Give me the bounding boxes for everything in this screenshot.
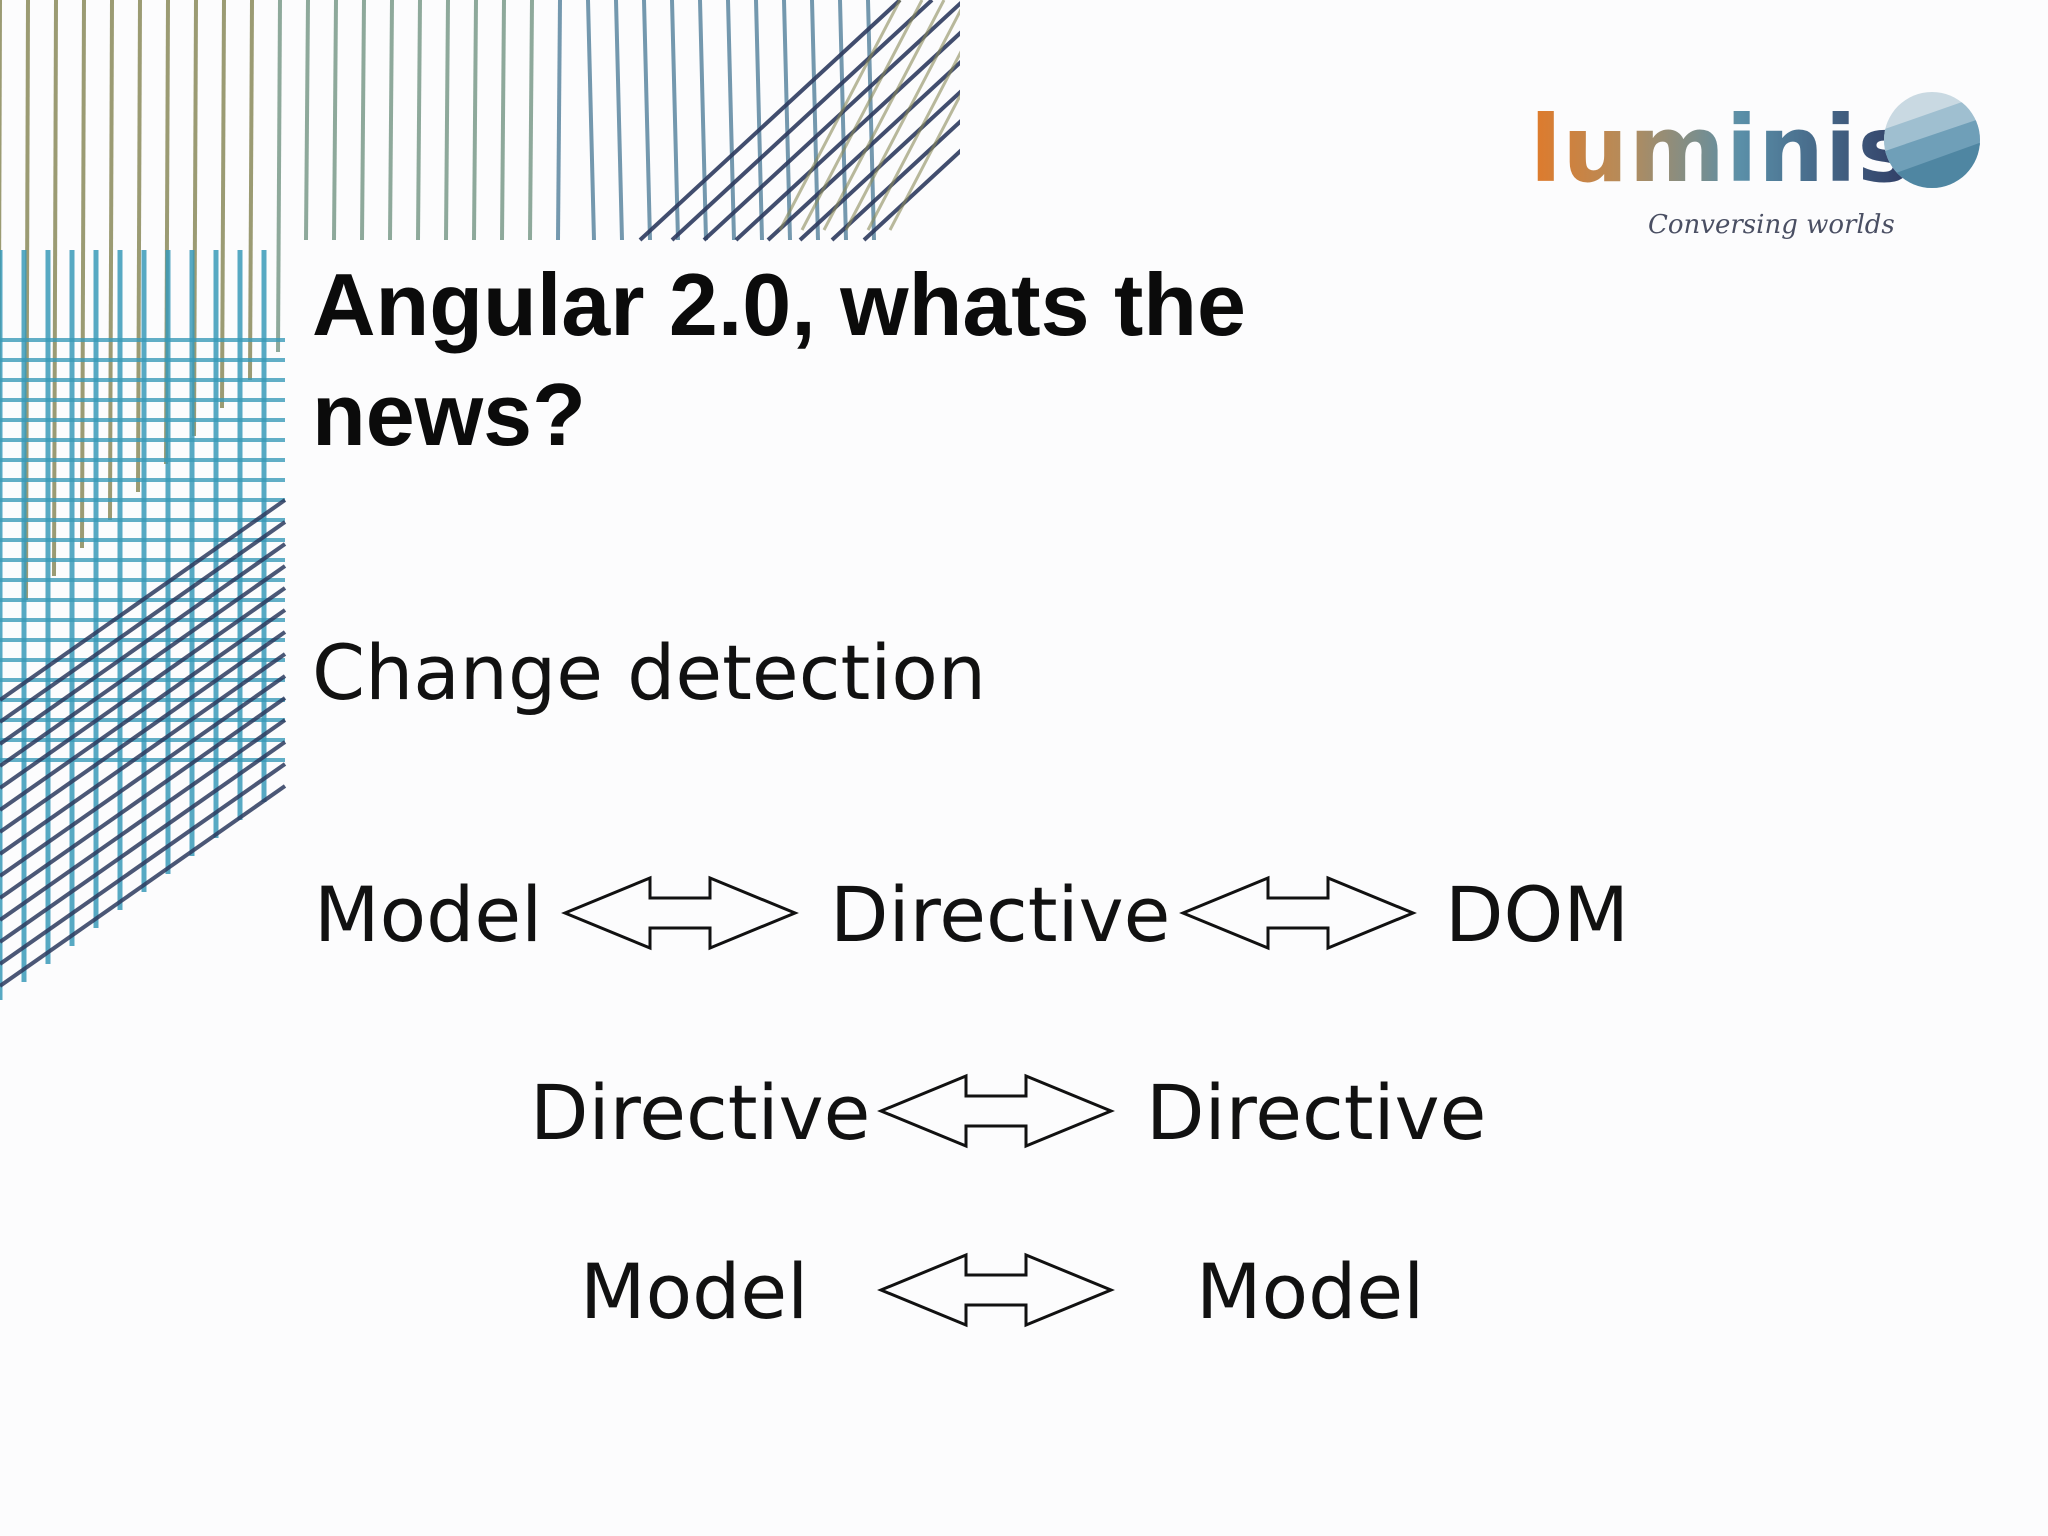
luminis-logo: luminis Conversing worlds — [1530, 90, 1990, 250]
slide-subtitle: Change detection — [312, 628, 987, 717]
row2-double-arrow-icon — [877, 1073, 1115, 1149]
row3-right-model-label: Model — [1196, 1247, 1425, 1336]
row1-directive-label: Directive — [830, 870, 1171, 959]
logo-wordmark: luminis — [1530, 90, 1913, 210]
row2-right-directive-label: Directive — [1146, 1068, 1487, 1157]
row1-dom-label: DOM — [1445, 870, 1629, 959]
row3-double-arrow-icon — [877, 1252, 1115, 1328]
row2-left-directive-label: Directive — [530, 1068, 871, 1157]
slide-title: Angular 2.0, whats the news? — [312, 255, 1246, 464]
logo-circle-icon — [1884, 92, 1980, 188]
row3-left-model-label: Model — [580, 1247, 809, 1336]
row1-model-label: Model — [314, 870, 543, 959]
row1-right-double-arrow-icon — [1179, 875, 1417, 951]
logo-tagline: Conversing worlds — [1648, 210, 1895, 240]
row1-left-double-arrow-icon — [561, 875, 799, 951]
decorative-lines-graphic — [0, 0, 960, 1000]
